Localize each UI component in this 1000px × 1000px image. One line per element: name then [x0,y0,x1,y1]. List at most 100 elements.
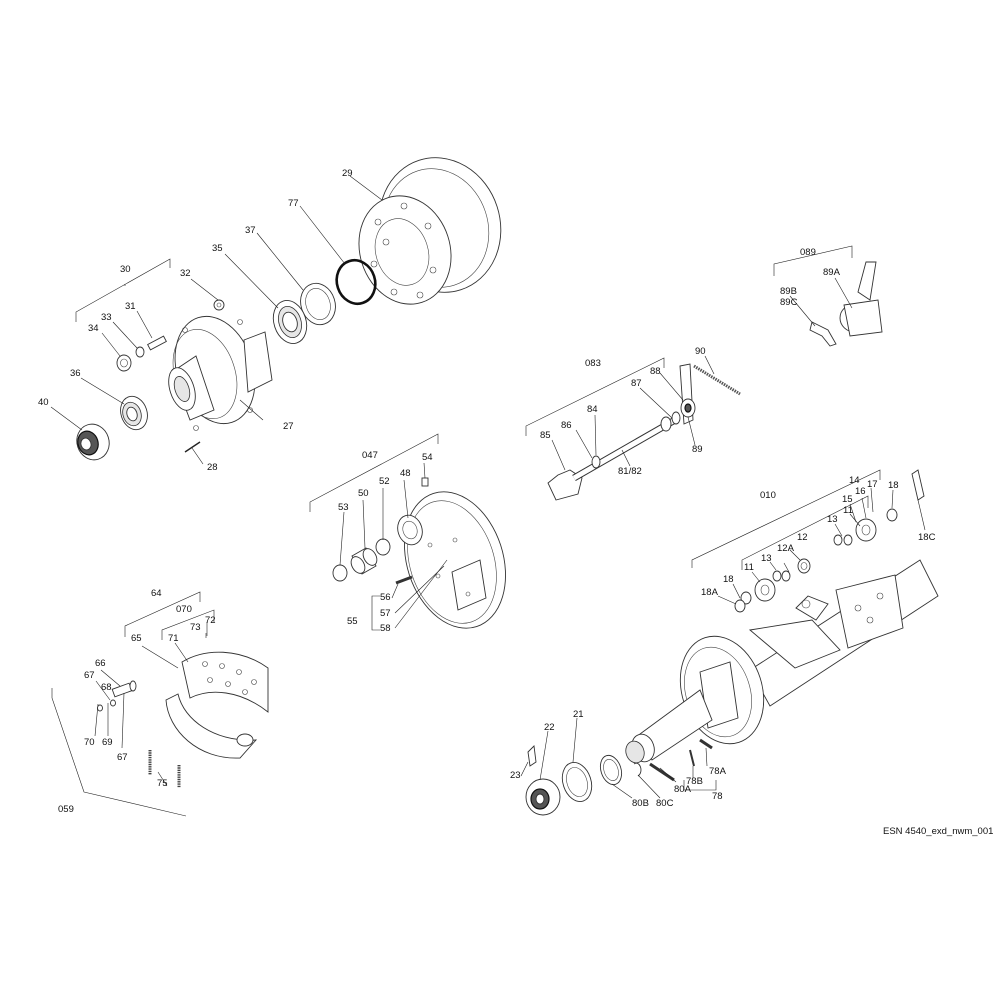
brake-shoe-lower [165,693,258,759]
label-56: 56 [380,592,391,603]
label-70: 70 [84,737,95,748]
camshaft-leader-lines [525,355,715,471]
backing-plate [397,491,506,629]
label-75: 75 [157,778,168,789]
label-78A: 78A [709,766,727,777]
label-12A: 12A [777,543,795,554]
slack-adjuster [839,261,883,337]
label-083: 083 [585,358,601,369]
cotter-pin [527,745,537,767]
label-89C: 89C [780,297,798,308]
label-15: 15 [842,494,853,505]
label-67b: 67 [117,752,128,763]
wheel-stud [147,335,167,351]
label-36: 36 [70,368,81,379]
anchor-bush [350,547,378,575]
label-30: 30 [120,264,131,275]
roller-clip [97,704,103,712]
inner-bearing [120,395,148,431]
label-85: 85 [540,430,551,441]
label-059: 059 [58,804,74,815]
label-010: 010 [760,490,776,501]
hub-cap [76,423,110,461]
roller-pin [110,699,116,707]
label-78B: 78B [686,776,703,787]
brake-drum [358,157,502,305]
shoe-return-springs [148,750,181,788]
label-58: 58 [380,623,391,634]
axle-end-leader-lines [520,717,717,799]
label-53: 53 [338,502,349,513]
label-57: 57 [380,608,391,619]
label-67a: 67 [84,670,95,681]
label-18b: 18 [723,574,734,585]
label-17: 17 [867,479,878,490]
label-50: 50 [358,488,369,499]
label-37: 37 [245,225,256,236]
label-80C: 80C [656,798,674,809]
label-69: 69 [102,737,113,748]
hub-seal [300,282,336,326]
label-22: 22 [544,722,555,733]
axle-nut [525,778,561,816]
label-40: 40 [38,397,49,408]
label-84: 84 [587,404,598,415]
label-52: 52 [379,476,390,487]
label-29: 29 [342,168,353,179]
axle-seal [599,754,623,786]
label-87: 87 [631,378,642,389]
label-89A: 89A [823,267,841,278]
label-13a: 13 [827,514,838,525]
label-12: 12 [797,532,808,543]
hub-leader-lines [50,175,383,465]
backing-leader-lines [309,433,448,631]
label-64: 64 [151,588,162,599]
drawing-reference: ESN 4540_exd_nwm_001 [883,826,993,837]
label-80A: 80A [674,784,692,795]
backing-bolt [395,575,413,585]
label-80B: 80B [632,798,649,809]
adjuster-leader-lines [773,245,853,327]
brake-shoe-upper [181,651,269,713]
label-86: 86 [561,420,572,431]
wheel-nut [116,354,132,372]
label-32: 32 [180,268,191,279]
label-31: 31 [125,301,136,312]
shoe-roller [111,680,137,698]
return-spring [693,364,741,396]
grease-nipple [421,477,429,487]
label-13b: 13 [761,553,772,564]
label-89B: 89B [780,286,797,297]
label-55: 55 [347,616,358,627]
axle-leader-lines [691,469,926,605]
outer-bearing [272,300,308,344]
snap-ring [633,762,642,777]
hub-pin [184,441,201,453]
camshaft-bracket-parts [734,469,925,613]
label-23: 23 [510,770,521,781]
label-35: 35 [212,243,223,254]
label-72: 72 [205,615,216,626]
label-48: 48 [400,468,411,479]
wheel-hub [168,315,273,431]
label-34: 34 [88,323,99,334]
label-18C: 18C [918,532,936,543]
label-71: 71 [168,633,179,644]
label-18A: 18A [701,587,719,598]
label-047: 047 [362,450,378,461]
label-21: 21 [573,709,584,720]
label-89: 89 [692,444,703,455]
label-88: 88 [650,366,661,377]
label-90: 90 [695,346,706,357]
label-18: 18 [888,480,899,491]
label-27: 27 [283,421,294,432]
adjuster-clip [809,321,837,347]
label-14: 14 [849,475,860,486]
label-33: 33 [101,312,112,323]
label-11b: 11 [744,562,754,573]
vent-hose [649,762,675,782]
label-73: 73 [190,622,201,633]
label-77: 77 [288,198,299,209]
label-089: 089 [800,247,816,258]
